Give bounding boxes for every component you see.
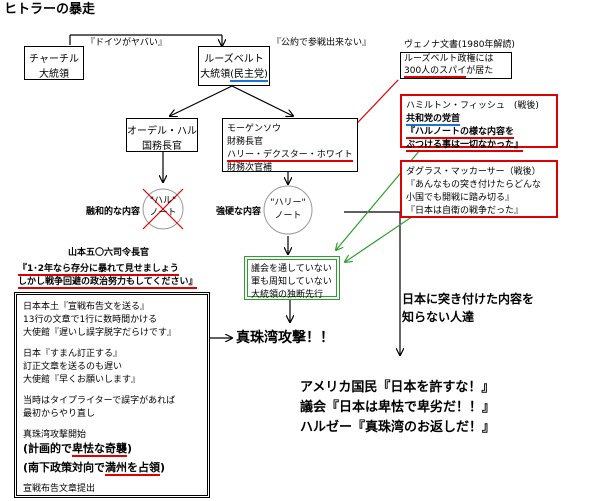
fish-name: ハミルトン・フィッシュ (戦後) xyxy=(406,101,539,111)
fish-quote-2: ぶつける事は一切なかった』 xyxy=(406,140,524,152)
arrow-roosevelt-morgenthau xyxy=(231,85,293,116)
morgenthau-name: モーゲンソウ xyxy=(227,124,282,134)
hull-name: オーデル・ハル xyxy=(127,126,197,137)
congress-line3: 大統領の独断先行 xyxy=(251,290,324,300)
reaction-halsey: ハルゼー『真珠湾のお返しだ！』 xyxy=(300,420,496,435)
morgenthau-role: 財務長官 xyxy=(227,137,264,147)
venona-title: ヴェノナ文書(1980年解読) xyxy=(404,40,515,50)
reaction-congress: 議会『日本は卑怯で卑劣だ！！』 xyxy=(300,400,496,415)
white-name: ハリー・デクスター・ホワイト xyxy=(227,150,353,162)
hull-role: 国務長官 xyxy=(142,141,182,152)
roosevelt-name: ルーズベルト xyxy=(204,54,264,65)
hull-box: オーデル・ハル 国務長官 xyxy=(126,118,198,152)
white-role: 財務次官補 xyxy=(227,163,273,173)
churchill-name: チャーチル xyxy=(29,54,79,65)
yamamoto-name: 山本五〇六司令長官 xyxy=(68,248,150,258)
yamamoto-quote-1: 『1･2年なら存分に暴れて見せましょう xyxy=(18,264,179,276)
roosevelt-role: 大統領 xyxy=(200,69,231,80)
macarthur-quote-1: 『あんなもの突き付けたらどんな xyxy=(406,180,542,190)
congress-line2: 軍も周知していない xyxy=(251,277,332,287)
unaware-line-2: 知らない人達 xyxy=(402,310,475,324)
japan-line-7: 当時はタイプライターで誤字があれば xyxy=(23,396,176,406)
roosevelt-party: (民主党) xyxy=(230,69,268,82)
hull-note-description: 融和的な内容 xyxy=(86,207,141,217)
yamamoto-quote-2: しかし戦争回避の政治努力もしてください』 xyxy=(18,277,198,289)
japan-line-11c: ) xyxy=(160,461,166,474)
hull-note-label-2: ノート xyxy=(149,208,177,218)
japan-box: 日本本土『宣戦布告文を送る』 13行の文章で1行に数時間かける 大使館『遅いし誤… xyxy=(14,292,210,498)
roosevelt-quote: 『公約で参戦出来ない』 xyxy=(272,38,372,48)
fish-box: ハミルトン・フィッシュ (戦後) 共和党の党首 『ハルノートの様な内容を ぶつけ… xyxy=(400,94,558,152)
congress-box: 議会を通していない 軍も周知していない 大統領の独断先行 xyxy=(244,256,340,300)
venona-frame xyxy=(400,52,512,79)
morgenthau-box: モーゲンソウ 財務長官 ハリー・デクスター・ホワイト 財務次官補 xyxy=(222,118,358,173)
japan-line-3: 大使館『遅いし誤字脱字だらけです』 xyxy=(23,328,177,338)
japan-line-11b: 満州を占領 xyxy=(105,461,161,476)
hull-note-cross-b xyxy=(142,188,184,230)
hull-note-circle xyxy=(142,188,184,230)
page-title: ヒトラーの暴走 xyxy=(4,2,96,17)
hull-note-label-1: "ハル" xyxy=(149,196,177,206)
japan-line-10c: ) xyxy=(127,442,133,455)
japan-line-11a: (南下政策対向で xyxy=(23,461,106,474)
japan-line-4: 日本『すまん訂正する』 xyxy=(23,349,123,359)
japan-line-9: 真珠湾攻撃開始 xyxy=(23,430,87,440)
macarthur-quote-2: 小国でも開戦に踏み切る』 xyxy=(406,193,515,203)
unaware-line-1: 日本に突き付けた内容を xyxy=(402,292,535,306)
japan-line-6: 大使館『早くお願いします』 xyxy=(23,375,141,385)
churchill-box: チャーチル 大統領 xyxy=(24,46,84,80)
venona-spies: 300人のスパイ xyxy=(404,66,467,78)
churchill-role: 大統領 xyxy=(39,69,69,80)
macarthur-quote-3: 『日本は自衛の戦争だった』 xyxy=(406,206,524,216)
arrow-roosevelt-hull xyxy=(170,85,233,116)
congress-line1: 議会を通していない xyxy=(251,264,332,274)
pearl-harbor-attack: 真珠湾攻撃！！ xyxy=(236,330,334,346)
reaction-public: アメリカ国民『日本を許すな！』 xyxy=(300,380,495,395)
japan-line-5: 訂正文章を送るのも遅い xyxy=(23,362,123,372)
japan-line-10a: (計画的で xyxy=(23,442,73,455)
venona-suffix: が居た xyxy=(466,66,494,76)
japan-line-2: 13行の文章で1行に数時間かける xyxy=(23,315,158,325)
roosevelt-box: ルーズベルト 大統領(民主党) xyxy=(198,46,270,86)
venona-box xyxy=(398,50,516,80)
fish-quote-1: 『ハルノートの様な内容を xyxy=(406,127,515,139)
harry-note-description: 強硬な内容 xyxy=(216,207,262,217)
harry-note-label-2: ノート xyxy=(274,211,302,221)
japan-line-8: 最初からやり直し xyxy=(23,409,96,419)
macarthur-name: ダグラス・マッカーサー（戦後） xyxy=(406,167,541,177)
churchill-quote: 『ドイツがヤバい』 xyxy=(86,38,167,48)
harry-note-circle xyxy=(263,185,313,235)
japan-line-10b: 卑怯な奇襲 xyxy=(72,442,128,457)
macarthur-box: ダグラス・マッカーサー（戦後） 『あんなもの突き付けたらどんな 小国でも開戦に踏… xyxy=(400,160,558,218)
harry-note-label-1: "ハリー" xyxy=(270,198,306,208)
japan-line-12: 宣戦布告文章提出 xyxy=(23,484,96,494)
fish-role: 共和党の党首 xyxy=(406,114,461,126)
venona-line2: ルーズベルト政権には xyxy=(404,54,494,64)
japan-line-1: 日本本土『宣戦布告文を送る』 xyxy=(23,302,150,312)
